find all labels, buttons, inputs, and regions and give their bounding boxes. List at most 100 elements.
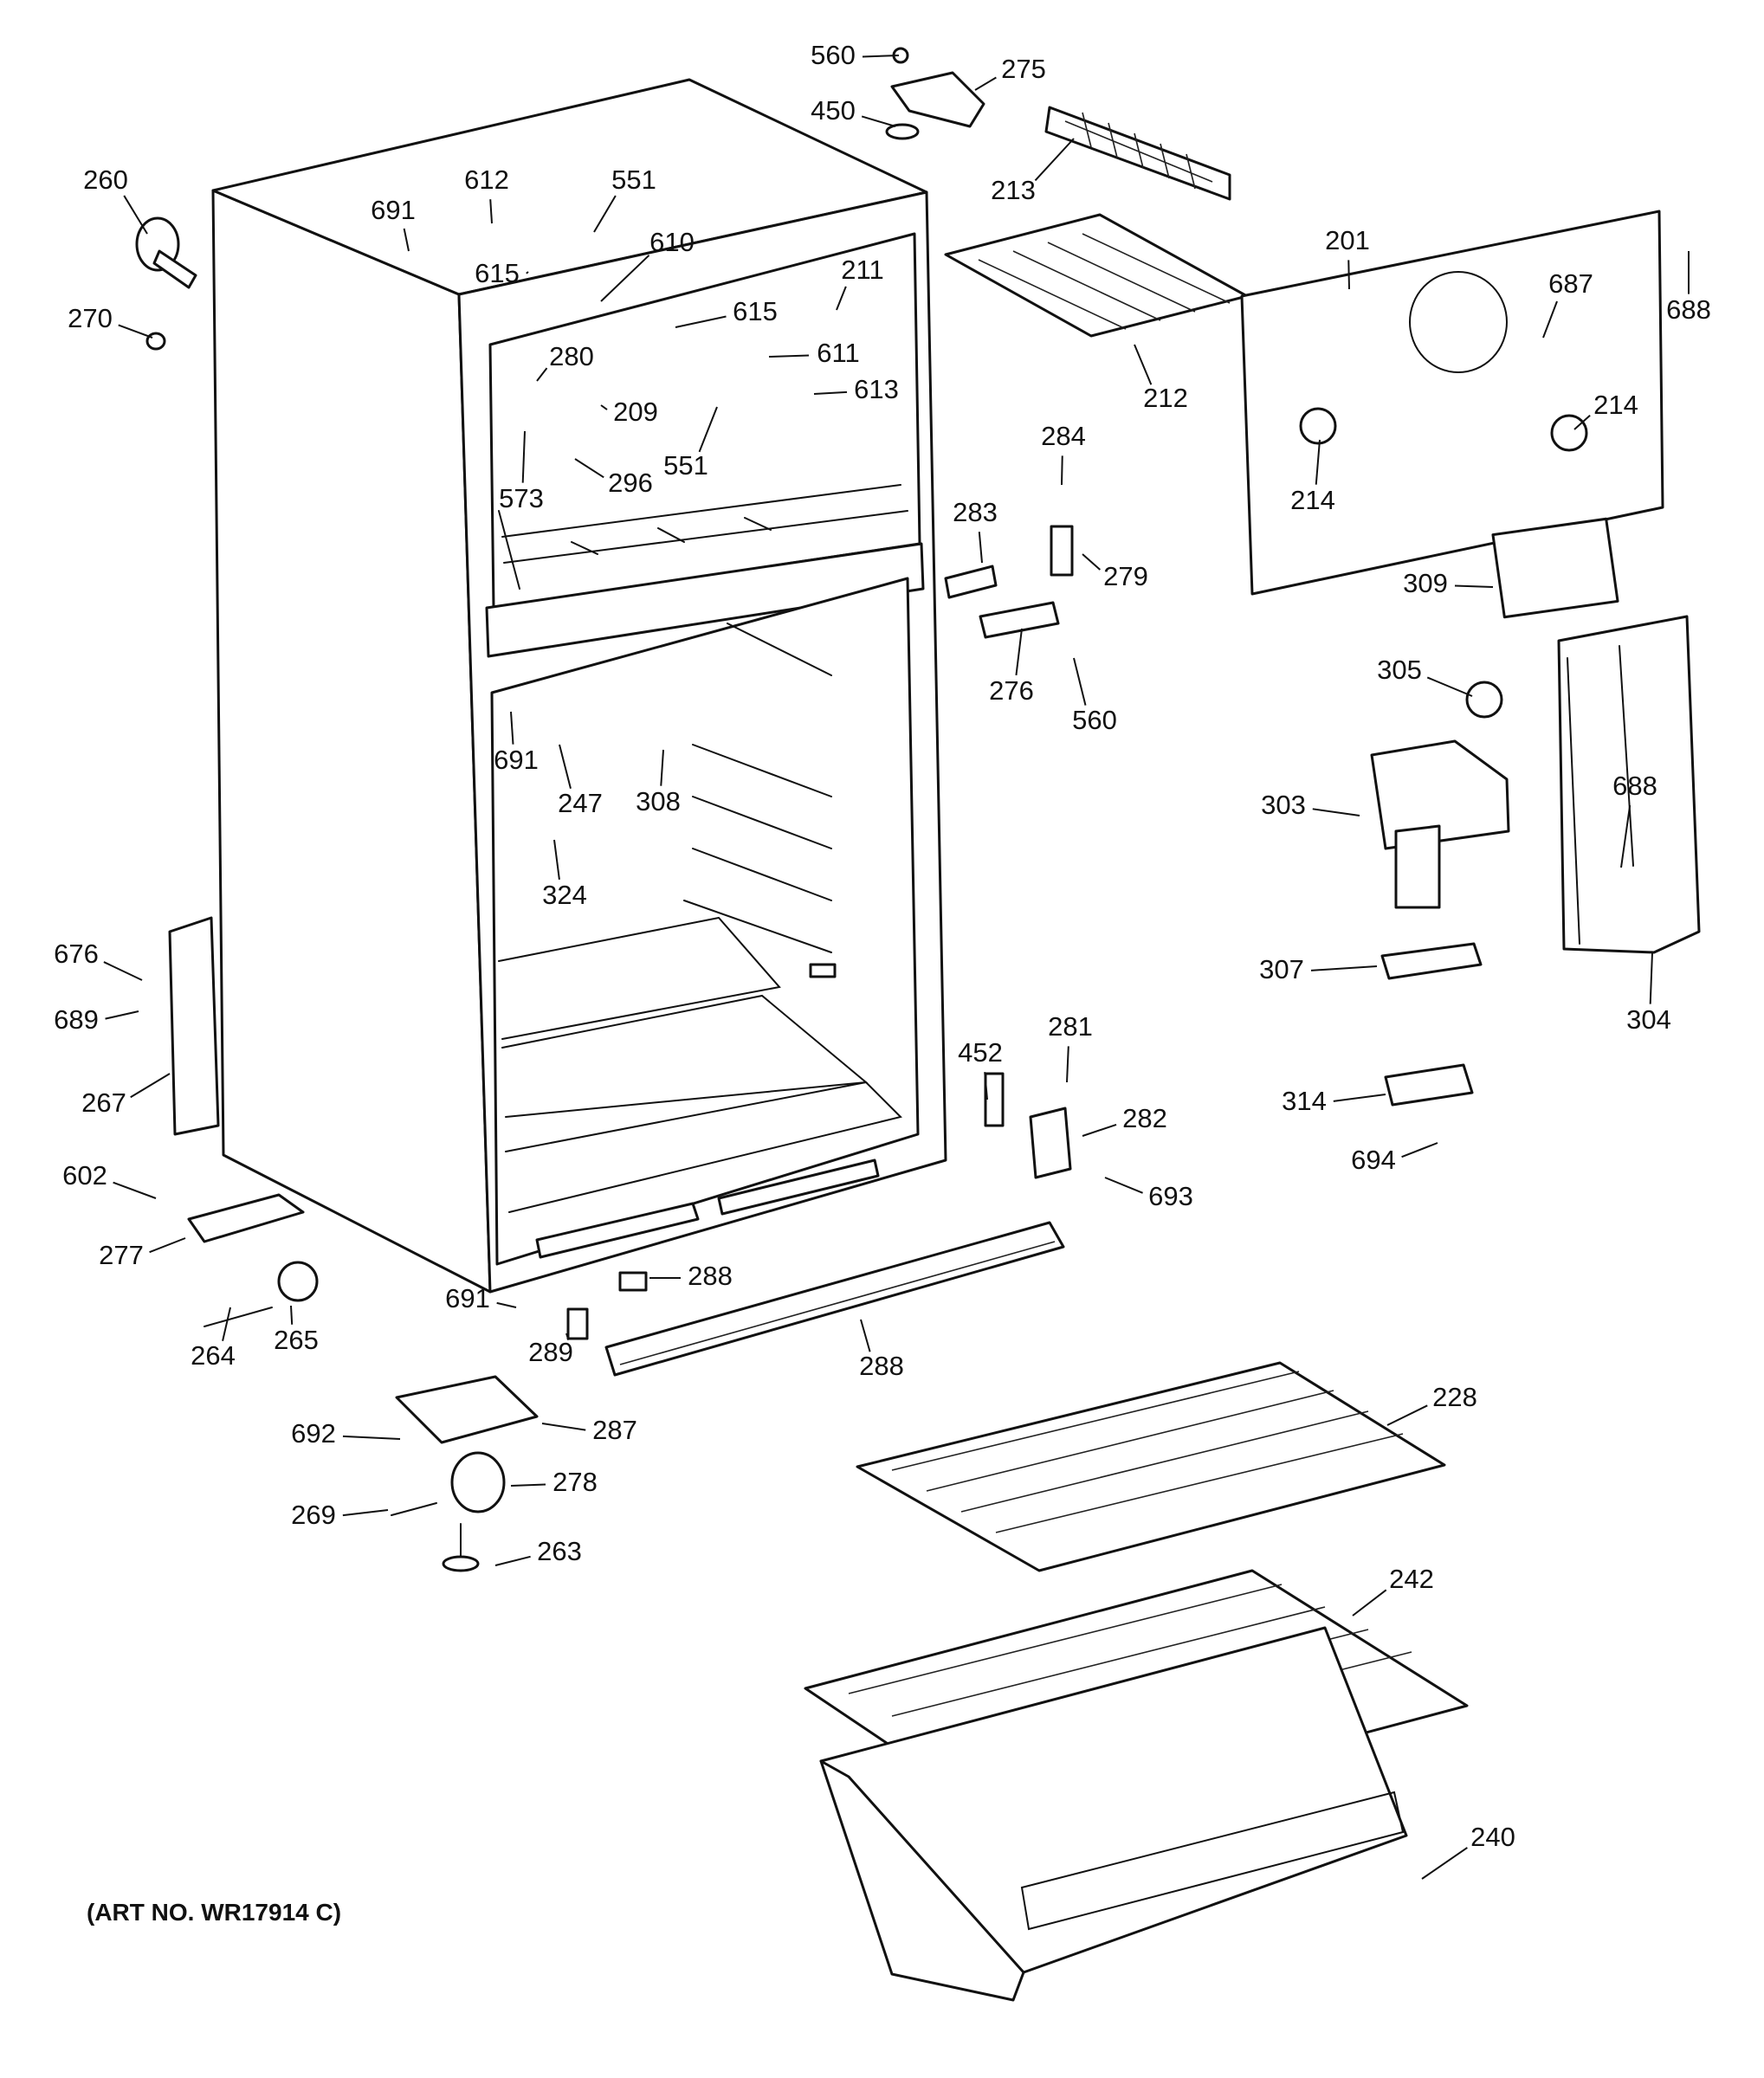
nameplate [1491,517,1619,619]
lower-vent-slot-right [717,1158,880,1216]
leader-line-265 [290,1305,294,1325]
leader-line-324 [553,839,560,881]
leader-line-691a [403,228,410,252]
leader-line-247 [559,744,572,789]
leader-line-275 [974,76,997,91]
leader-line-602 [113,1181,157,1199]
part-label-551b: 551 [663,450,708,481]
leader-line-688b [1620,804,1632,868]
roller-axle [204,1307,273,1327]
part-label-560a: 560 [811,40,856,70]
leader-line-676 [103,961,143,981]
leader-line-691b [510,711,514,745]
part-label-260: 260 [83,165,128,195]
part-label-263: 263 [537,1536,582,1566]
leader-line-305 [1426,676,1473,697]
part-label-289: 289 [528,1337,573,1367]
control-knob-right [1550,414,1588,452]
leader-line-452 [984,1072,988,1100]
crisper-drawer [819,1626,1408,2002]
part-label-214b: 214 [1290,485,1335,515]
part-label-691b: 691 [494,745,539,775]
leader-line-692 [342,1435,401,1440]
control-housing [1370,681,1510,909]
leveling-foot [442,1555,480,1572]
part-label-694: 694 [1351,1145,1396,1175]
part-label-307: 307 [1259,954,1304,984]
leader-line-264 [222,1307,231,1341]
leader-line-693 [1104,1177,1143,1194]
leader-line-611 [768,354,810,358]
part-label-615b: 615 [733,296,778,326]
part-label-212: 212 [1143,383,1188,413]
leader-line-560a [862,55,900,58]
leader-line-314 [1333,1094,1386,1102]
light-socket-tab [809,963,837,978]
leader-line-263 [494,1555,531,1566]
part-label-269: 269 [291,1500,336,1530]
leader-line-573 [521,430,526,483]
part-label-308: 308 [636,786,681,816]
part-label-284: 284 [1041,421,1086,451]
label-leaders [103,55,1690,1880]
part-label-275: 275 [1001,54,1046,84]
part-label-280: 280 [549,341,594,371]
refrigerator-cabinet [211,78,947,1294]
leader-line-267 [130,1073,171,1099]
grille-clip [618,1271,648,1292]
part-label-687: 687 [1548,268,1593,299]
part-label-573: 573 [499,483,544,513]
leader-line-212 [1134,344,1153,385]
top-hinge-assembly [885,47,985,140]
leader-line-209 [600,404,608,410]
leader-line-214b [1315,439,1321,485]
part-label-611: 611 [817,338,859,368]
part-label-283: 283 [953,497,998,527]
valve-nut [145,332,166,351]
water-valve [135,216,197,289]
part-label-560b: 560 [1072,705,1117,735]
leader-line-694 [1401,1142,1438,1158]
leader-line-612 [489,199,493,224]
part-label-691a: 691 [371,195,416,225]
fresh-food-air-duct [1557,615,1701,954]
part-label-615a: 615 [475,258,520,288]
light-socket-housing [1384,1063,1474,1107]
leader-line-282 [1082,1123,1117,1137]
leader-line-615a [526,271,529,274]
leader-line-213 [1034,138,1075,182]
part-label-613: 613 [854,374,899,404]
leader-line-551a [593,195,617,233]
wire-shelf [856,1361,1446,1572]
part-label-276: 276 [989,675,1034,706]
part-label-211: 211 [841,255,883,285]
ice-tray-shelf [944,213,1249,338]
middle-hinge [979,601,1060,639]
part-label-228: 228 [1432,1382,1477,1412]
axle-pin [391,1502,437,1516]
leader-line-308 [660,749,664,786]
leader-line-613 [813,390,848,395]
part-label-267: 267 [81,1087,126,1118]
part-label-689: 689 [54,1004,99,1035]
part-label-676: 676 [54,939,99,969]
part-label-303: 303 [1261,790,1306,820]
part-label-551a: 551 [611,165,656,195]
damper-control [1380,942,1483,980]
leader-line-242 [1352,1589,1387,1617]
compartment-divider [485,542,925,658]
part-label-693: 693 [1148,1181,1193,1211]
cabinet-side-panel [211,189,492,1294]
leader-line-260 [123,195,148,235]
leader-line-277 [149,1237,186,1254]
bottom-hinge [1029,1107,1072,1179]
hinge-shim [885,123,920,140]
part-label-602: 602 [62,1160,107,1191]
lower-vent-slot-left [535,1202,700,1259]
part-label-240: 240 [1470,1822,1515,1852]
part-label-278: 278 [552,1467,598,1497]
part-label-213: 213 [991,175,1036,205]
part-label-242: 242 [1389,1564,1434,1594]
